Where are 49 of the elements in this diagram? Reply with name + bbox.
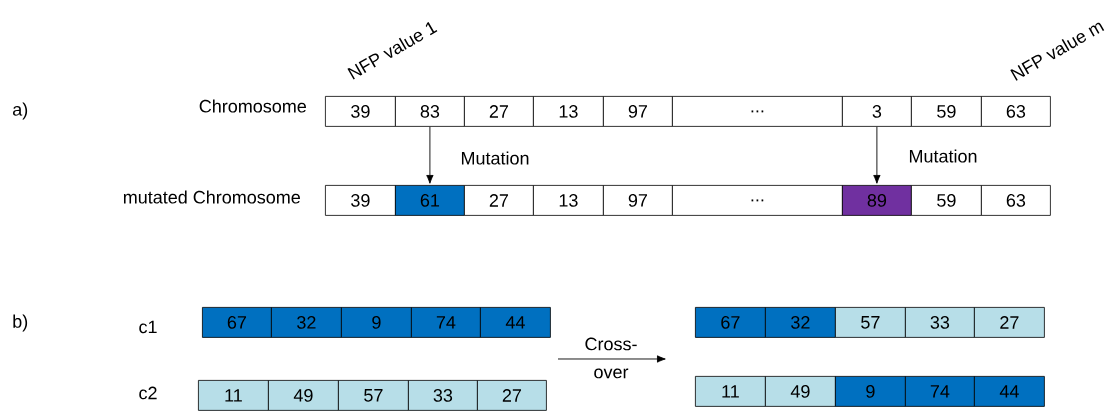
gene-cell: 27 — [974, 307, 1045, 338]
edge-label: Mutation — [461, 151, 529, 165]
row-label: NFP value 1 — [347, 22, 438, 80]
row-label: b) — [13, 314, 28, 332]
row-label: NFP value m — [1010, 22, 1105, 81]
gene-cell: 32 — [765, 307, 836, 338]
gene-cell: 39 — [325, 96, 396, 127]
gene-cell: 33 — [408, 380, 478, 411]
gene-cell: 32 — [271, 307, 342, 338]
gene-cell: 57 — [338, 380, 409, 411]
gene-cell: 97 — [603, 185, 673, 216]
gene-cell: 9 — [341, 307, 412, 338]
gene-cell: 63 — [981, 96, 1051, 127]
row-label: c1 — [139, 320, 157, 334]
gene-cell: 63 — [981, 185, 1051, 216]
gene-cell: 74 — [411, 307, 481, 338]
gene-cell: 27 — [464, 96, 534, 127]
gene-cell: 61 — [395, 185, 465, 216]
gene-cell: 9 — [835, 376, 906, 407]
row-label: a) — [13, 102, 28, 120]
gene-cell: 67 — [202, 307, 272, 338]
gene-cell: 13 — [533, 185, 604, 216]
gene-cell: 74 — [905, 376, 975, 407]
gene-cell: 83 — [395, 96, 465, 127]
row-label: c2 — [139, 386, 157, 400]
gene-cell: 27 — [464, 185, 534, 216]
gene-cell: 13 — [533, 96, 604, 127]
gene-cell: 59 — [911, 185, 982, 216]
gene-cell: 59 — [911, 96, 982, 127]
gene-cell: 49 — [268, 380, 339, 411]
row-label: mutated Chromosome — [123, 190, 300, 204]
gene-cell: 97 — [603, 96, 673, 127]
gene-cell: 39 — [325, 185, 396, 216]
gene-cell: 57 — [835, 307, 906, 338]
gene-cell: 33 — [905, 307, 975, 338]
gene-cell: 3 — [842, 96, 912, 127]
gene-cell: 67 — [695, 307, 766, 338]
arrow-label: Cross- over — [585, 337, 637, 379]
edge-label: Mutation — [909, 149, 977, 163]
gene-cell: 49 — [765, 376, 836, 407]
gene-cell: 44 — [974, 376, 1045, 407]
row-label: Chromosome — [199, 99, 306, 113]
gene-cell: 11 — [198, 380, 269, 411]
gene-cell: 44 — [480, 307, 551, 338]
arrow — [873, 126, 881, 184]
gene-cell: 89 — [842, 185, 912, 216]
gene-cell: 27 — [477, 380, 547, 411]
arrow — [426, 126, 434, 184]
gene-cell: 11 — [695, 376, 766, 407]
